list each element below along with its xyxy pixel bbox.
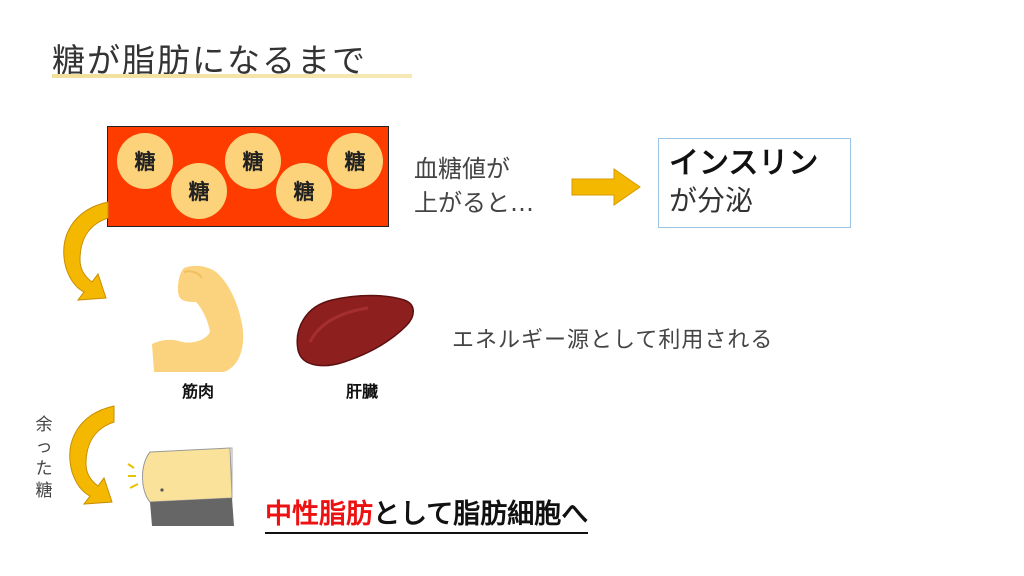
muscle-label: 筋肉 (182, 382, 215, 401)
leftover-sugar-label: 余 っ た 糖 (34, 414, 54, 502)
blood-sugar-line-2: 上がると… (414, 189, 534, 217)
leftover-char: 余 (35, 415, 53, 435)
sugar-orb: 糖 (276, 163, 332, 219)
title-underline (52, 74, 412, 78)
fat-rest: として脂肪細胞へ (373, 499, 589, 530)
fat-statement: 中性脂肪として脂肪細胞へ (265, 492, 589, 534)
muscle-icon (152, 265, 244, 372)
liver-icon (296, 294, 414, 367)
curved-arrow-icon (69, 405, 115, 505)
insulin-name: インスリン (669, 146, 819, 181)
belly-icon (127, 447, 234, 526)
page-title: 糖が脂肪になるまで (52, 41, 367, 80)
leftover-char: っ (35, 437, 53, 457)
curved-arrow-icon (63, 201, 109, 301)
sugar-orb: 糖 (117, 133, 173, 189)
sugar-orb: 糖 (171, 163, 227, 219)
sugar-box: 糖 糖 糖 糖 糖 (107, 126, 389, 227)
sugar-orb: 糖 (225, 133, 281, 189)
energy-text: エネルギー源として利用される (452, 328, 774, 353)
blood-sugar-text: 血糖値が 上がると… (414, 152, 534, 220)
fat-highlight: 中性脂肪 (265, 499, 373, 530)
insulin-action: が分泌 (669, 184, 754, 217)
liver-label: 肝臓 (346, 382, 379, 401)
sugar-orb: 糖 (327, 133, 383, 189)
leftover-char: た (35, 459, 53, 479)
insulin-box: インスリン が分泌 (658, 138, 851, 228)
right-arrow-icon (571, 168, 641, 206)
leftover-char: 糖 (35, 481, 53, 501)
blood-sugar-line-1: 血糖値が (414, 155, 510, 183)
